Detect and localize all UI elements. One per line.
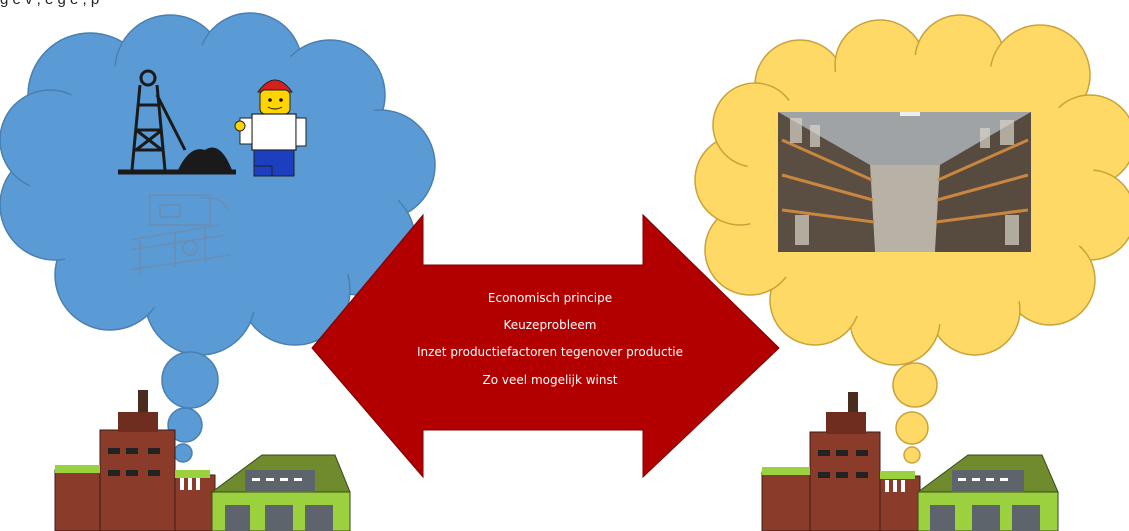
double-arrow [311, 213, 780, 479]
arrow-label-inzet-productiefactoren: Inzet productiefactoren tegenover produc… [416, 345, 684, 359]
warehouse-building-icon [210, 454, 351, 531]
arrow-label-keuzeprobleem: Keuzeprobleem [503, 318, 597, 332]
warehouse-photo [778, 112, 1031, 252]
arrow-label-winst: Zo veel mogelijk winst [482, 373, 618, 387]
header-text-fragment: g e v , e g e , p [0, 0, 99, 8]
coal-heap-icon [178, 147, 232, 170]
factory-icon [54, 390, 216, 531]
factory-icon-right [761, 392, 921, 531]
left-thought-cloud [0, 12, 436, 463]
lego-worker-icon [234, 79, 307, 177]
warehouse-building-icon-right [916, 454, 1059, 531]
arrow-label-economisch-principe: Economisch principe [487, 291, 613, 305]
machine-sketch-icon [129, 194, 231, 275]
mine-tower-icon [118, 69, 236, 175]
